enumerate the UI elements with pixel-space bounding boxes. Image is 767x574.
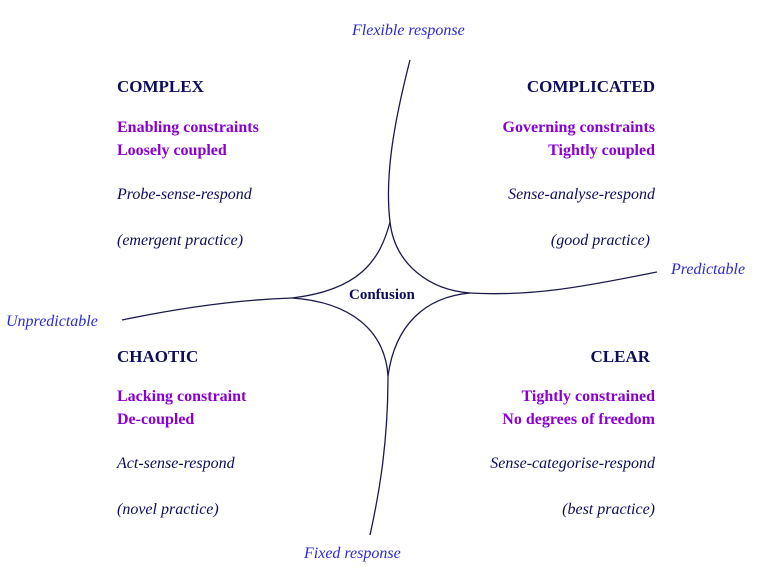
- complicated-practice: (good practice): [550, 232, 650, 249]
- complex-approach: Probe-sense-respond: [117, 186, 252, 203]
- bottom-boundary-curve: [369, 375, 389, 536]
- complex-line1: Enabling constraints: [117, 119, 259, 136]
- complicated-approach: Sense-analyse-respond: [508, 186, 655, 203]
- axis-label-top: Flexible response: [352, 22, 465, 39]
- clear-line2: No degrees of freedom: [502, 411, 655, 428]
- complex-title: COMPLEX: [117, 77, 204, 96]
- top-boundary-curve: [387, 59, 471, 294]
- clear-line1: Tightly constrained: [521, 388, 656, 405]
- chaotic-approach: Act-sense-respond: [117, 455, 235, 472]
- chaotic-line1: Lacking constraint: [117, 388, 247, 405]
- upper-left-cusp-curve: [291, 221, 391, 299]
- right-boundary-curve: [469, 271, 658, 295]
- complicated-title: COMPLICATED: [526, 77, 655, 96]
- lower-right-cusp-curve: [387, 292, 471, 377]
- clear-approach: Sense-categorise-respond: [490, 455, 655, 472]
- axis-label-right: Predictable: [671, 261, 746, 278]
- axis-label-bottom: Fixed response: [304, 545, 401, 562]
- axis-label-left: Unpredictable: [6, 313, 98, 330]
- chaotic-practice: (novel practice): [117, 501, 219, 518]
- left-boundary-curve: [121, 297, 293, 321]
- chaotic-line2: De-coupled: [117, 411, 195, 428]
- complicated-line1: Governing constraints: [502, 119, 655, 136]
- complicated-line2: Tightly coupled: [548, 142, 655, 159]
- chaotic-title: CHAOTIC: [117, 347, 199, 366]
- lower-left-cusp-curve: [291, 297, 389, 377]
- center-label: Confusion: [349, 287, 415, 303]
- complex-practice: (emergent practice): [117, 232, 244, 249]
- clear-practice: (best practice): [562, 501, 655, 518]
- complex-line2: Loosely coupled: [117, 142, 227, 159]
- clear-title: CLEAR: [590, 347, 650, 366]
